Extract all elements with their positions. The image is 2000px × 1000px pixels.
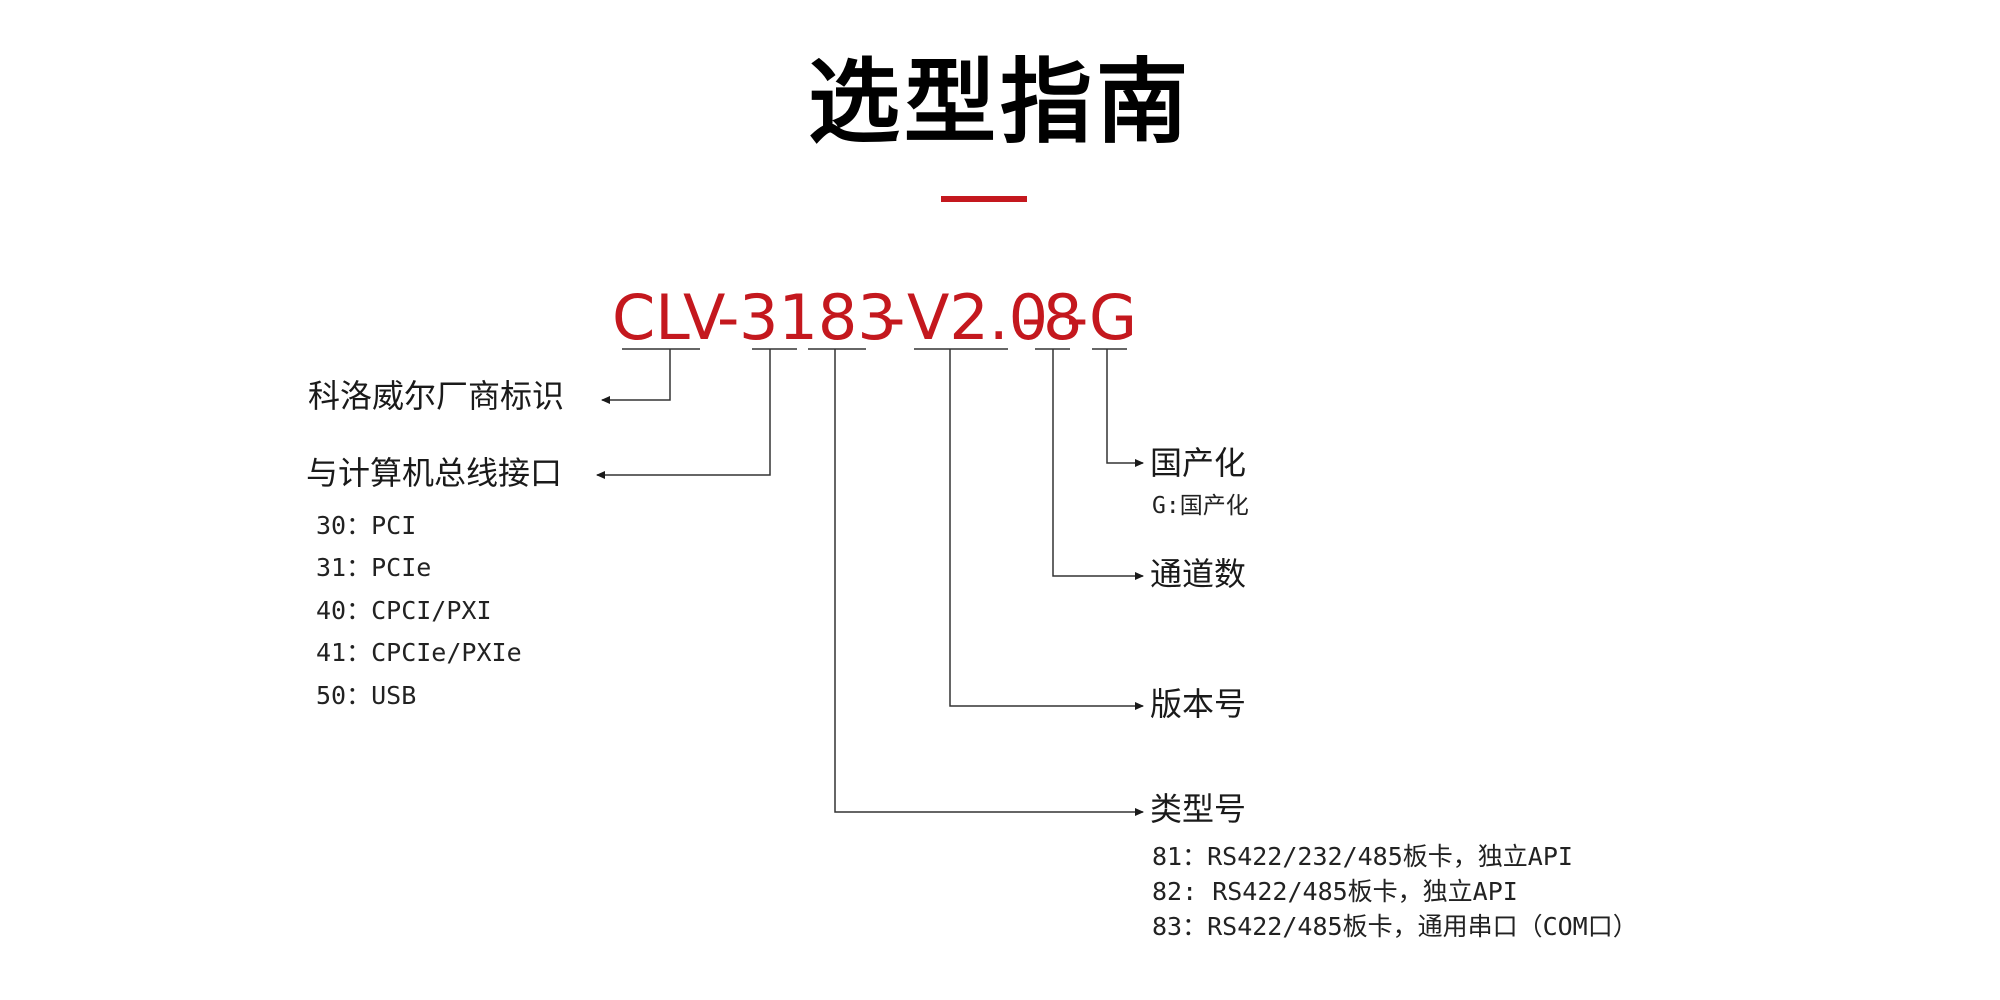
connector-domestic [1106, 349, 1144, 467]
code-dash: - [1066, 281, 1089, 354]
list-item: 50：USB [316, 681, 417, 710]
label-channel-count: 通道数 [1150, 555, 1247, 593]
connector-bus [596, 349, 771, 479]
connector-channels [1052, 349, 1144, 580]
code-dash: - [717, 281, 740, 354]
code-segment-vendor: CLV [612, 281, 726, 354]
title-underline [941, 196, 1027, 202]
list-item: 83：RS422/485板卡，通用串口（COM口） [1152, 912, 1638, 941]
list-item: 30：PCI [316, 511, 417, 540]
connector-type [834, 349, 1144, 816]
code-segment-channels: 8 [1043, 281, 1083, 354]
label-type: 类型号 [1150, 790, 1247, 828]
connector-vendor [601, 349, 671, 404]
list-item: 31：PCIe [316, 553, 432, 582]
domestic-option: G:国产化 [1152, 493, 1249, 519]
label-vendor-id: 科洛威尔厂商标识 [308, 377, 565, 415]
page-title: 选型指南 [807, 49, 1192, 156]
list-item: 41：CPCIe/PXIe [316, 638, 522, 667]
list-item: 40：CPCI/PXI [316, 596, 492, 625]
code-dash: - [1021, 281, 1044, 354]
code-dash: - [883, 281, 906, 354]
label-version: 版本号 [1150, 685, 1247, 723]
code-segment-bus-type: 3183 [739, 281, 897, 354]
label-bus-interface: 与计算机总线接口 [306, 454, 563, 492]
list-item: 82: RS422/485板卡，独立API [1152, 877, 1518, 906]
label-domestic: 国产化 [1150, 444, 1247, 482]
code-segment-version: V2.0 [907, 281, 1049, 354]
list-item: 81：RS422/232/485板卡，独立API [1152, 842, 1573, 871]
connector-version [949, 349, 1144, 710]
code-segment-domestic: G [1089, 281, 1138, 354]
